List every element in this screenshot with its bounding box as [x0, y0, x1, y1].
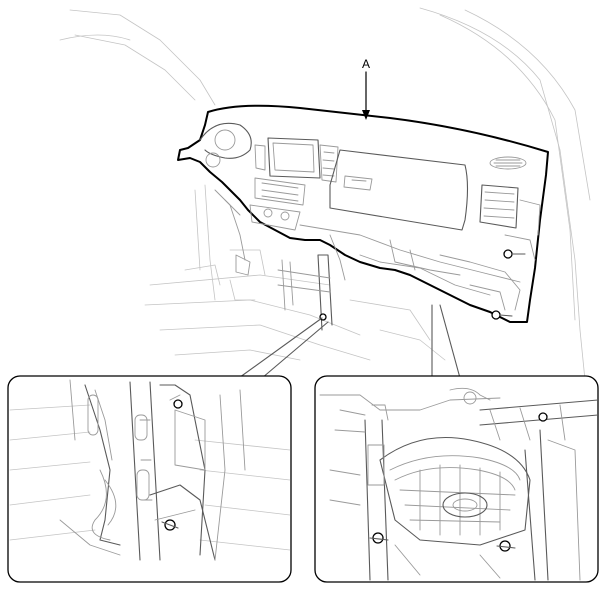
hvac-control-panel [254, 177, 306, 206]
detail-leaders [235, 304, 461, 381]
center-display [267, 137, 321, 179]
callout-a: A [362, 57, 370, 120]
detail-box-right [314, 375, 599, 583]
bolt-icon [496, 540, 516, 552]
callout-label: A [362, 57, 370, 71]
vehicle-body-background [59, 7, 591, 381]
detail-box-left [7, 375, 292, 583]
crash-pad-outline [177, 104, 549, 323]
bolt-icon [369, 532, 389, 544]
bolt-icon [491, 310, 513, 320]
gauge-icon [205, 152, 221, 168]
speaker-grille [489, 156, 527, 170]
center-vent [319, 144, 339, 183]
bolt-icon [161, 519, 179, 531]
bolt-icon [503, 249, 526, 259]
cluster-hood [199, 122, 252, 159]
gauge-icon [214, 129, 236, 151]
instrument-panel-assembly [177, 104, 549, 331]
passenger-vent [479, 184, 519, 229]
glove-box [329, 149, 469, 231]
